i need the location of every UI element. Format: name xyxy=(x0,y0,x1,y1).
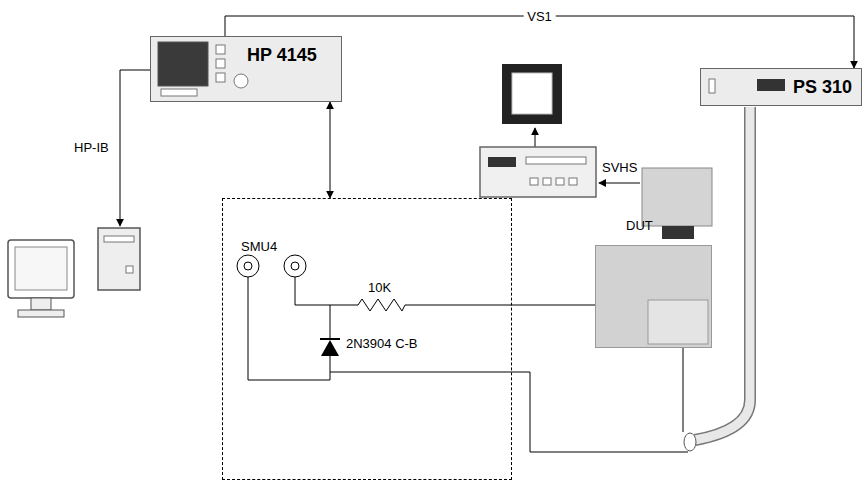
node-label: PS 310 xyxy=(793,77,852,98)
node-label: SMU4 xyxy=(241,239,277,254)
signal-name: SVHS xyxy=(602,160,637,175)
signal-name: VS1 xyxy=(523,9,556,24)
diode-symbol xyxy=(320,339,340,356)
resistor-value: 10K xyxy=(368,280,391,295)
video-monitor xyxy=(502,64,562,124)
video-cable xyxy=(535,128,536,147)
hpib-cable xyxy=(120,70,150,226)
video-recorder xyxy=(480,147,596,197)
part-name: 2N3904 C-B xyxy=(346,336,418,351)
bus-name: HP-IB xyxy=(74,140,109,155)
computer-monitor xyxy=(8,240,74,317)
resistor-symbol xyxy=(358,299,405,311)
instrument-box: HP 4145 xyxy=(150,36,342,102)
smu-connector xyxy=(237,255,306,277)
power-supply-box: PS 310 xyxy=(700,68,862,106)
dut-box: DUT xyxy=(595,245,712,348)
computer-tower xyxy=(98,228,140,290)
node-label: HP 4145 xyxy=(247,45,317,66)
node-label: DUT xyxy=(626,218,653,233)
connector xyxy=(330,102,331,198)
dut-inner-part xyxy=(596,246,711,347)
svhs-cable xyxy=(599,183,640,184)
